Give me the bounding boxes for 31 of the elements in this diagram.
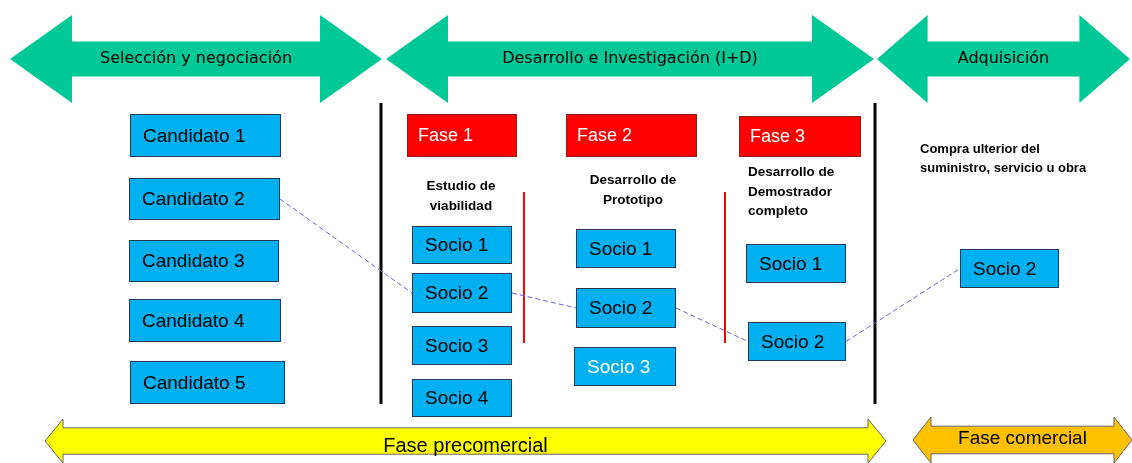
note-text: Compra ulterior del suministro, servicio u obra	[920, 140, 1088, 177]
participant-box: Socio 1	[412, 226, 512, 264]
participant-box: Candidato 5	[130, 361, 285, 404]
phase-box: Fase 1	[407, 114, 517, 157]
participant-box: Candidato 2	[129, 178, 280, 220]
participant-box: Socio 2	[576, 288, 676, 328]
phase-heading: Adquisición	[957, 47, 1050, 67]
participant-box: Candidato 1	[130, 114, 281, 157]
participant-box: Candidato 4	[129, 299, 281, 342]
connector-line	[511, 292, 577, 309]
phase-heading: Desarrollo e Investigación (I+D)	[502, 47, 758, 67]
phase-heading: Selección y negociación	[99, 47, 292, 67]
participant-box: Socio 2	[748, 322, 846, 361]
connector-line	[675, 307, 749, 342]
participant-box: Socio 1	[746, 244, 846, 283]
phase-heading: Fase comercial	[958, 427, 1087, 449]
participant-box: Socio 2	[412, 273, 512, 313]
participant-box: Socio 3	[412, 326, 512, 365]
phase-box: Fase 2	[566, 114, 697, 157]
phase-description: Estudio de viabilidad	[425, 177, 497, 215]
connector-line	[845, 268, 961, 342]
participant-box: Socio 1	[576, 229, 676, 268]
phase-heading: Fase precomercial	[383, 433, 548, 457]
participant-box: Candidato 3	[129, 240, 279, 282]
participant-box: Socio 4	[412, 379, 512, 417]
phase-box: Fase 3	[739, 116, 861, 157]
participant-box: Socio 3	[574, 347, 676, 386]
connector-line	[279, 198, 413, 294]
participant-box: Socio 2	[960, 249, 1059, 288]
phase-description: Desarrollo de Prototipo	[588, 171, 678, 209]
phase-description: Desarrollo de Demostrador completo	[748, 163, 836, 221]
